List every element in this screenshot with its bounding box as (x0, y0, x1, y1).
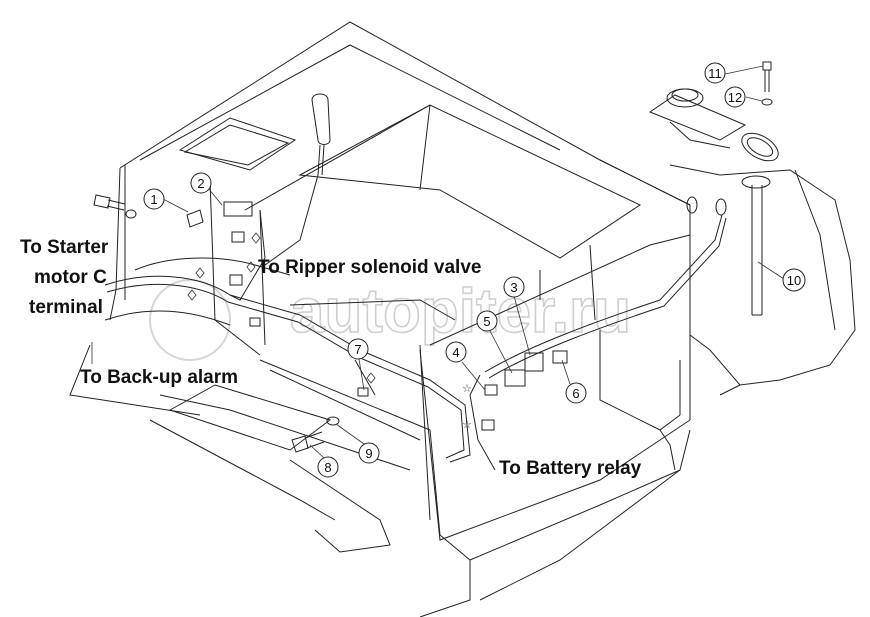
svg-text:3: 3 (510, 280, 517, 295)
callout-7: 7 (347, 338, 369, 360)
bolts (93, 194, 340, 453)
fuel-tank (648, 61, 856, 396)
svg-text:6: 6 (572, 386, 579, 401)
svg-text:8: 8 (324, 460, 331, 475)
callout-12: 12 (724, 86, 746, 108)
label-battery-relay: To Battery relay (499, 458, 642, 479)
svg-text:7: 7 (354, 342, 361, 357)
callout-5: 5 (476, 310, 498, 332)
callout-11: 11 (704, 62, 726, 84)
callout-3: 3 (503, 276, 525, 298)
svg-text:10: 10 (787, 273, 801, 288)
callout-8: 8 (317, 456, 339, 478)
callout-4: 4 (445, 341, 467, 363)
label-starter-line-2: motor C (34, 267, 107, 288)
callout-2: 2 (190, 172, 212, 194)
label-starter-line-3: terminal (29, 297, 103, 318)
svg-text:☆: ☆ (462, 382, 472, 395)
watermark-text: autopiter.ru (290, 277, 631, 346)
lever (264, 93, 331, 266)
leader-lines (91, 65, 785, 459)
svg-text:4: 4 (452, 345, 459, 360)
svg-text:11: 11 (708, 66, 722, 81)
svg-text:5: 5 (483, 314, 490, 329)
svg-text:12: 12 (728, 90, 742, 105)
svg-text:1: 1 (150, 192, 157, 207)
markers: ☆ ☆ (187, 232, 472, 431)
label-ripper-solenoid: To Ripper solenoid valve (258, 257, 481, 278)
callout-1: 1 (143, 188, 165, 210)
callout-6: 6 (565, 382, 587, 404)
callout-9: 9 (358, 442, 380, 464)
callout-10: 10 (782, 268, 806, 292)
svg-text:2: 2 (197, 176, 204, 191)
label-starter-line-1: To Starter (20, 237, 109, 258)
svg-text:☆: ☆ (462, 418, 472, 431)
watermark: autopiter.ru (149, 276, 632, 361)
label-backup-alarm: To Back-up alarm (80, 367, 238, 388)
svg-text:9: 9 (365, 446, 372, 461)
wire-harness (104, 201, 727, 471)
